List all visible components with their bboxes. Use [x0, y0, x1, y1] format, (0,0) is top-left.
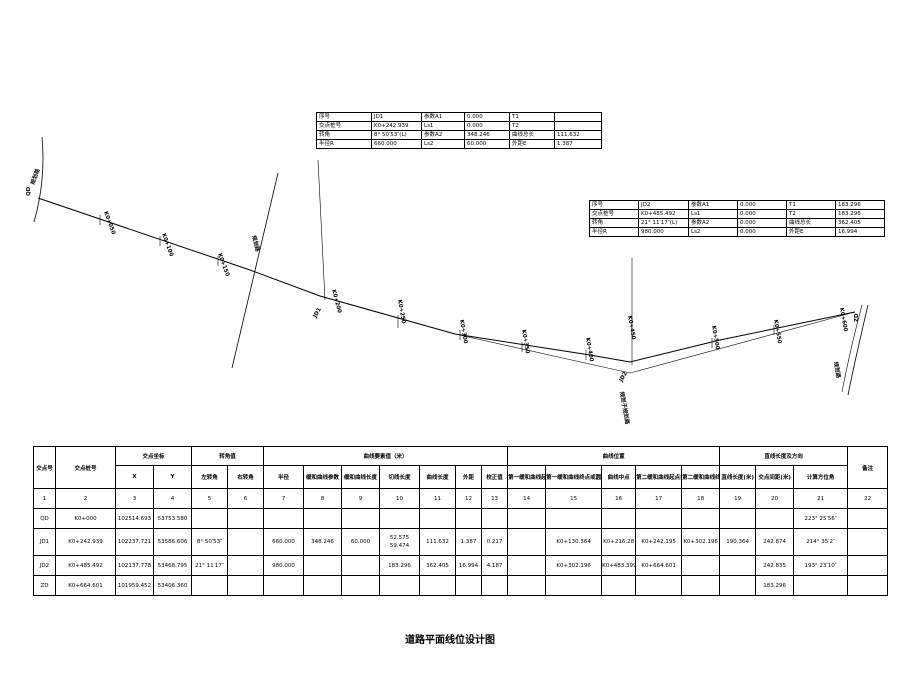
right-road-label: 规划路: [832, 361, 843, 379]
station-label: K0+100: [160, 233, 174, 258]
tangent-line-2: [629, 311, 856, 374]
info-row: 转角 21° 11′17″(L) 参数A2 0.000 曲线总长 362.405: [589, 218, 885, 228]
table-number-row: 1 2 3 4 5 6 7 8 9 10 11 12 13 14 15 16 1…: [33, 488, 889, 509]
info-row: 半径R 660.000 Ls2 60.000 外距E 1.387: [316, 139, 602, 149]
mid-road-label: 规划路: [250, 234, 262, 252]
header-angle: 转角值: [191, 446, 265, 466]
info-row: 半径R 980.000 Ls2 0.000 外距E 16.994: [589, 227, 885, 237]
info-row: 交点桩号 K0+242.939 Ls1 0.000 T2: [316, 121, 602, 131]
jd1-leader: [317, 159, 326, 301]
jd2-info-box: 序号 JD2 参数A1 0.000 T1 183.296 交点桩号 K0+485…: [589, 200, 885, 237]
table-subheader-row: X Y 左转角 右转角 半径 缓和曲线参数 缓和曲线长度 切线长度 曲线长度 外…: [34, 465, 888, 489]
station-label: K0+400: [584, 337, 594, 362]
info-row: 序号 JD1 参数A1 0.000 T1: [316, 112, 602, 122]
table-header-row: 交点号 交点桩号 交点坐标 转角值 曲线要素值（米） 曲线位置 直线长度及方向 …: [33, 446, 889, 489]
station-label: K0+300: [458, 319, 468, 344]
header-coord: 交点坐标: [114, 446, 193, 466]
right-road-label-2: 规划子规划路: [618, 391, 632, 425]
station-label: K0+050: [102, 211, 116, 236]
station-label: K0+450: [626, 315, 636, 340]
station-label: K0+550: [772, 319, 782, 344]
left-road-label: 规划路: [28, 167, 41, 186]
right-road-line-2: [841, 304, 863, 393]
station-label: K0+500: [710, 325, 720, 350]
left-road-line: [33, 136, 44, 223]
zd-label: ZD: [854, 313, 860, 322]
header-curve-pos: 曲线位置: [507, 446, 721, 466]
tangent-line-1: [454, 333, 631, 374]
right-road-line: [847, 304, 869, 396]
page-title: 道路平面线位设计图: [405, 635, 495, 646]
jd1-label: JD1: [312, 307, 323, 320]
alignment-centerline: [37, 197, 856, 363]
info-row: 交点桩号 K0+485.492 Ls1 0.000 T2 183.296: [589, 209, 885, 219]
station-label: K0+350: [520, 329, 530, 354]
header-station: 交点桩号: [55, 446, 116, 489]
qd-label: QD: [26, 186, 32, 196]
header-line-len: 直线长度及方向: [719, 446, 849, 466]
info-row: 转角 8° 50′53″(L) 参数A2 348.246 曲线总长 111.63…: [316, 130, 602, 140]
station-label: K0+250: [396, 299, 406, 324]
mid-road-line: [231, 172, 279, 369]
header-jd: 交点号: [33, 446, 56, 489]
jd1-info-box: 序号 JD1 参数A1 0.000 T1 交点桩号 K0+242.939 Ls1…: [316, 112, 602, 149]
jd2-label: JD2: [618, 371, 629, 384]
station-label: K0+600: [838, 307, 848, 332]
curve-element-table: 交点号 交点桩号 交点坐标 转角值 曲线要素值（米） 曲线位置 直线长度及方向 …: [33, 446, 889, 596]
header-curve: 曲线要素值（米）: [263, 446, 509, 466]
info-row: 序号 JD2 参数A1 0.000 T1 183.296: [589, 200, 885, 210]
header-remark: 备注: [847, 446, 889, 489]
